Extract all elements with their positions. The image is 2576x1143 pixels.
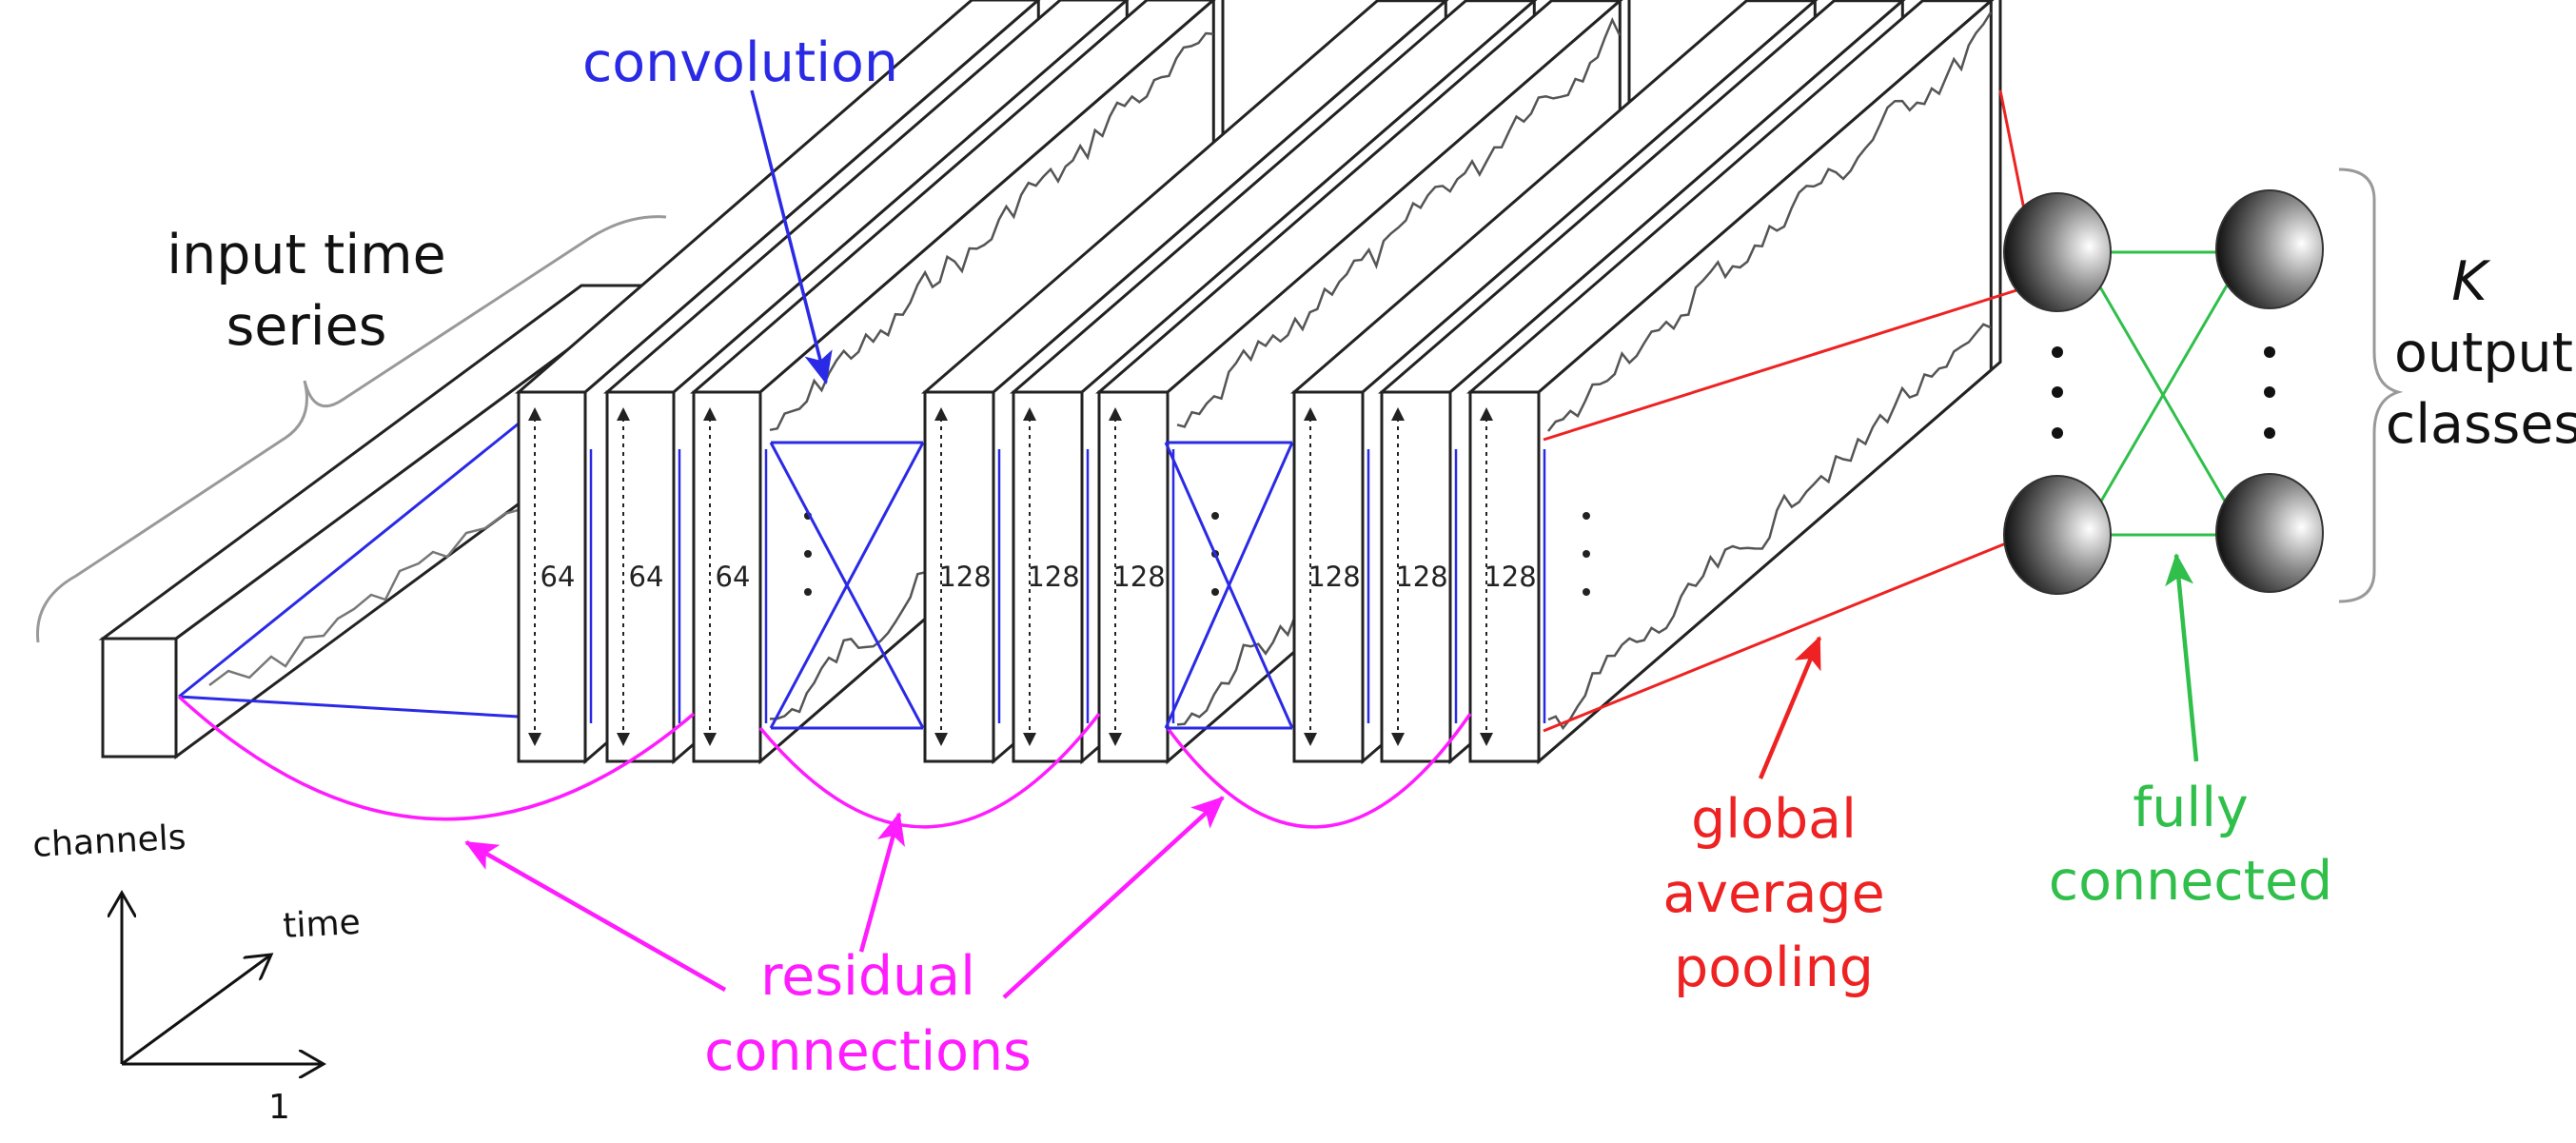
- filter-count-label: 64: [629, 561, 664, 593]
- residual-connection: [758, 712, 1101, 829]
- gap-layer-nodes: [2003, 192, 2112, 595]
- filter-count-label: 128: [1308, 561, 1360, 593]
- feature-ellipsis-dot: [1583, 512, 1590, 520]
- output-label-line2: output: [2394, 322, 2573, 384]
- fc-label-line1: fully: [2133, 777, 2249, 839]
- output-brace: [2338, 168, 2404, 603]
- feature-ellipsis-dot: [1211, 588, 1219, 596]
- conv-layer-front-face: [1097, 390, 1170, 763]
- feature-ellipsis-dot: [1583, 550, 1590, 558]
- convolution-kernel-lines: [769, 441, 925, 730]
- convolution-label: convolution: [582, 31, 898, 94]
- input-brace: [36, 215, 667, 643]
- axes-legend: channels time 1: [31, 818, 361, 1127]
- feature-ellipsis-dot: [804, 588, 812, 596]
- feature-ellipsis-dot: [804, 550, 812, 558]
- conv-layer-front-face: [1380, 390, 1452, 763]
- axis-one-label: 1: [268, 1088, 290, 1127]
- output-node-top: [2215, 189, 2324, 309]
- filter-count-label: 128: [1484, 561, 1536, 593]
- gap-node-top: [2003, 192, 2112, 312]
- gap-ellipsis-dot: [2052, 427, 2063, 439]
- fully-connected-edges: [2097, 250, 2229, 537]
- conv-block-3: 128 128 128: [1166, 0, 2002, 829]
- output-layer-nodes: [2215, 189, 2324, 593]
- convolution-blocks: 64 64 64 128 128 128 128 128 128: [177, 0, 2002, 829]
- axis-time-line: [121, 955, 271, 1066]
- conv-layer-front-face: [923, 390, 995, 763]
- axis-channels-label: channels: [31, 818, 187, 865]
- conv-block-2: 128 128 128: [758, 0, 1631, 829]
- filter-count-label: 128: [938, 561, 991, 593]
- pooling-label-line1: global: [1691, 788, 1857, 851]
- fc-label-line2: connected: [2049, 850, 2332, 913]
- conv-layer-front-face: [692, 390, 762, 763]
- output-k-label: K: [2451, 250, 2491, 313]
- conv-layer-front-face: [1292, 390, 1365, 763]
- pooling-label-line2: average: [1662, 862, 1884, 925]
- feature-signal: [1547, 11, 1993, 432]
- filter-count-label: 128: [1112, 561, 1165, 593]
- residual-arrows: [464, 796, 1225, 999]
- gap-node-bottom: [2003, 475, 2112, 595]
- residual-connection: [1166, 713, 1472, 829]
- conv-layer-front-face: [517, 390, 587, 763]
- feature-ellipsis-dot: [1211, 512, 1219, 520]
- conv-layer-front-face: [605, 390, 676, 763]
- feature-signal: [1176, 16, 1622, 428]
- convolution-kernel-lines: [1164, 441, 1294, 730]
- feature-signal: [769, 31, 1214, 432]
- filter-count-label: 128: [1395, 561, 1447, 593]
- feature-ellipsis-dot: [1583, 588, 1590, 596]
- filter-count-label: 64: [716, 561, 751, 593]
- conv-layer-front-face: [1468, 390, 1541, 763]
- conv-layer-front-face: [1012, 390, 1084, 763]
- pooling-label-line3: pooling: [1674, 936, 1874, 999]
- input-label-line1: input time: [167, 224, 446, 286]
- residual-label-line1: residual: [760, 945, 975, 1008]
- pooling-arrow: [1758, 636, 1822, 779]
- input-label-line2: series: [226, 295, 387, 358]
- output-ellipsis-dot: [2264, 346, 2275, 358]
- fully-connected-arrow: [2165, 553, 2199, 762]
- gap-ellipsis-dot: [2052, 346, 2063, 358]
- filter-count-label: 128: [1027, 561, 1079, 593]
- filter-count-label: 64: [541, 561, 576, 593]
- residual-connection: [177, 695, 696, 821]
- conv-layer: 128: [1465, 0, 1995, 765]
- residual-label-line2: connections: [704, 1020, 1032, 1083]
- output-node-bottom: [2215, 473, 2324, 593]
- output-ellipsis-dot: [2264, 427, 2275, 439]
- feature-signal: [1547, 323, 1992, 731]
- input-convolution-lines: [178, 422, 520, 719]
- gap-ellipsis-dot: [2052, 386, 2063, 398]
- convolution-arrow: [750, 89, 833, 384]
- axis-time-label: time: [282, 903, 361, 946]
- output-ellipsis-dot: [2264, 386, 2275, 398]
- output-label-line3: classes: [2386, 393, 2576, 456]
